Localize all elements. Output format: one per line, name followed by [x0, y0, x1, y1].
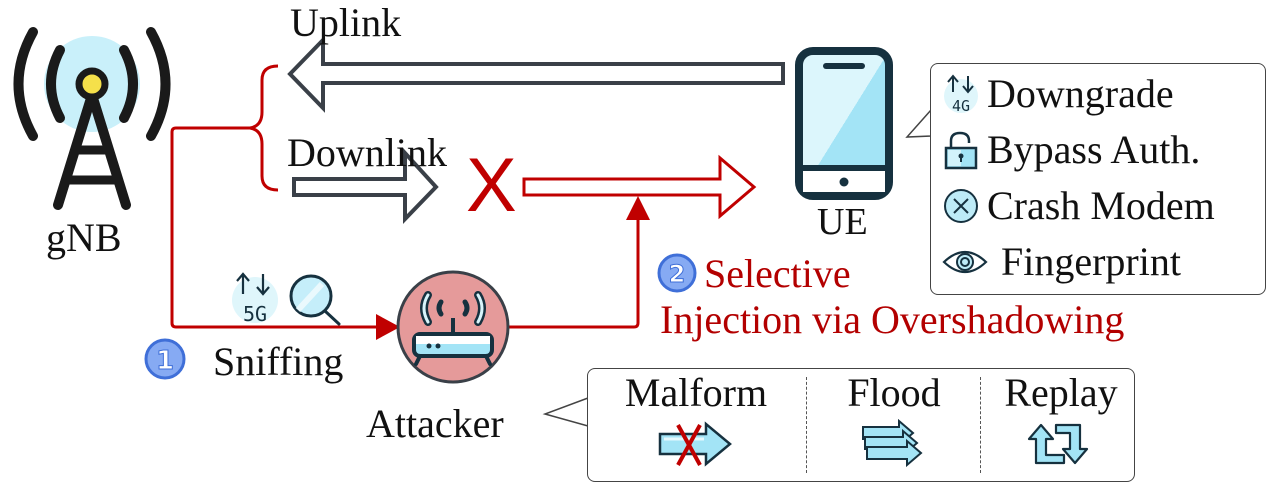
replay-arrows-icon	[1027, 423, 1089, 465]
gnb-label: gNB	[46, 215, 122, 260]
4g-downgrade-icon: 4G	[944, 74, 978, 114]
stacked-arrows-icon	[862, 419, 923, 468]
attack-type-label: Flood	[847, 370, 941, 415]
attacker-label: Attacker	[366, 401, 504, 446]
effect-bypass-auth: Bypass Auth.	[941, 130, 1200, 170]
attack-type-label: Malform	[624, 370, 768, 415]
attack-types-callout: Malform Flood Replay	[587, 368, 1135, 482]
effect-label: Crash Modem	[987, 183, 1215, 228]
attack-type-label: Replay	[1004, 370, 1118, 415]
attack-type-replay: Replay	[988, 369, 1134, 481]
rogue-router-icon	[396, 270, 510, 384]
inject-arrowhead	[626, 196, 650, 220]
5g-updown-icon: 5G	[232, 272, 278, 326]
svg-text:4G: 4G	[952, 97, 970, 114]
blocked-x-marker: X	[466, 143, 517, 228]
sniff-path	[170, 126, 380, 329]
step-2-label-line2: Injection via Overshadowing	[660, 297, 1125, 342]
downlink-arrow	[292, 147, 439, 224]
column-divider	[806, 377, 807, 473]
svg-text:2: 2	[669, 260, 686, 288]
inject-path	[508, 218, 640, 329]
svg-text:1: 1	[156, 346, 174, 376]
uplink-label: Uplink	[290, 0, 402, 45]
eye-icon	[942, 250, 988, 274]
magnifier-icon	[289, 274, 341, 326]
uplink-arrow	[287, 35, 785, 113]
effect-label: Downgrade	[987, 71, 1174, 116]
attack-type-flood: Flood	[814, 369, 974, 481]
smartphone-icon	[795, 47, 893, 200]
step-2-badge: 2	[657, 253, 697, 293]
downlink-label: Downlink	[287, 130, 447, 175]
cell-tower-icon	[13, 27, 171, 210]
ue-effects-callout: 4G Downgrade Bypass Auth. Crash Modem Fi…	[930, 63, 1266, 295]
link-brace	[249, 64, 279, 192]
column-divider	[980, 377, 981, 473]
injected-downlink-arrow	[522, 154, 757, 220]
attacker-bubble-tail	[542, 396, 589, 427]
ue-label: UE	[817, 201, 868, 243]
open-lock-icon	[944, 131, 978, 170]
step-2-label-line1: Selective	[704, 251, 851, 296]
effect-downgrade: 4G Downgrade	[941, 74, 1174, 114]
effect-label: Fingerprint	[1001, 239, 1181, 284]
attack-type-malform: Malform	[608, 369, 784, 481]
sniff-arrowhead	[376, 314, 400, 340]
ue-bubble-tail	[905, 108, 932, 138]
effect-crash-modem: Crash Modem	[941, 186, 1215, 226]
svg-text:5G: 5G	[243, 302, 267, 326]
effect-label: Bypass Auth.	[987, 127, 1201, 172]
step-1-label: Sniffing	[213, 339, 344, 384]
step-1-badge: 1	[144, 338, 186, 380]
x-circle-icon	[944, 189, 978, 223]
effect-fingerprint: Fingerprint	[941, 242, 1181, 282]
crossed-arrow-icon	[658, 421, 732, 467]
